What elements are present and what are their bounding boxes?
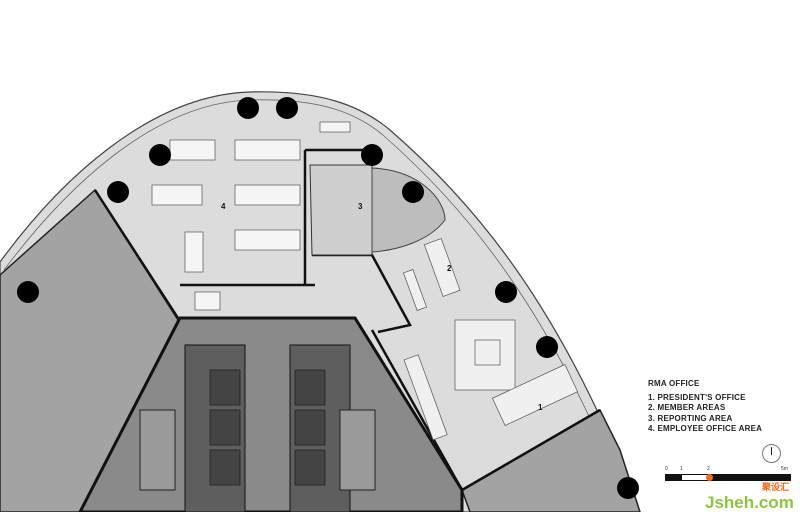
elevator-cars — [209, 369, 326, 486]
label-employee-area: 4 — [221, 202, 226, 211]
legend-item: 4. EMPLOYEE OFFICE AREA — [648, 424, 763, 433]
reporting-stage — [371, 167, 446, 253]
watermark-chinese: 聚设汇 — [762, 482, 790, 492]
stair-left — [139, 409, 176, 491]
scale-tick: 1 — [680, 466, 683, 472]
facade-line — [3, 99, 631, 512]
scale-bar: 0 1 2 5m — [665, 466, 791, 481]
legend-item: 1. PRESIDENT'S OFFICE — [648, 392, 746, 402]
legend: RMA OFFICE 1. PRESIDENT'S OFFICE 2. MEMB… — [648, 379, 762, 435]
legend-item: 2. MEMBER AREAS — [648, 403, 726, 412]
member-furniture — [403, 238, 579, 441]
scale-tick: 0 — [665, 466, 668, 472]
watermark-logo: Jsheh.com — [705, 493, 794, 512]
employee-desks — [151, 121, 351, 311]
legend-item: 3. REPORTING AREA — [648, 413, 733, 423]
stair-right — [339, 409, 376, 491]
reporting-room — [309, 164, 373, 256]
scale-tick: 2 — [707, 466, 710, 472]
label-reporting-area: 3 — [358, 202, 363, 211]
label-president-office: 1 — [538, 403, 543, 412]
legend-title: RMA OFFICE — [648, 379, 700, 388]
structural-columns — [17, 97, 639, 499]
scale-tick: 5m — [781, 466, 788, 472]
north-arrow-icon — [762, 444, 781, 463]
label-member-areas: 2 — [447, 264, 452, 273]
